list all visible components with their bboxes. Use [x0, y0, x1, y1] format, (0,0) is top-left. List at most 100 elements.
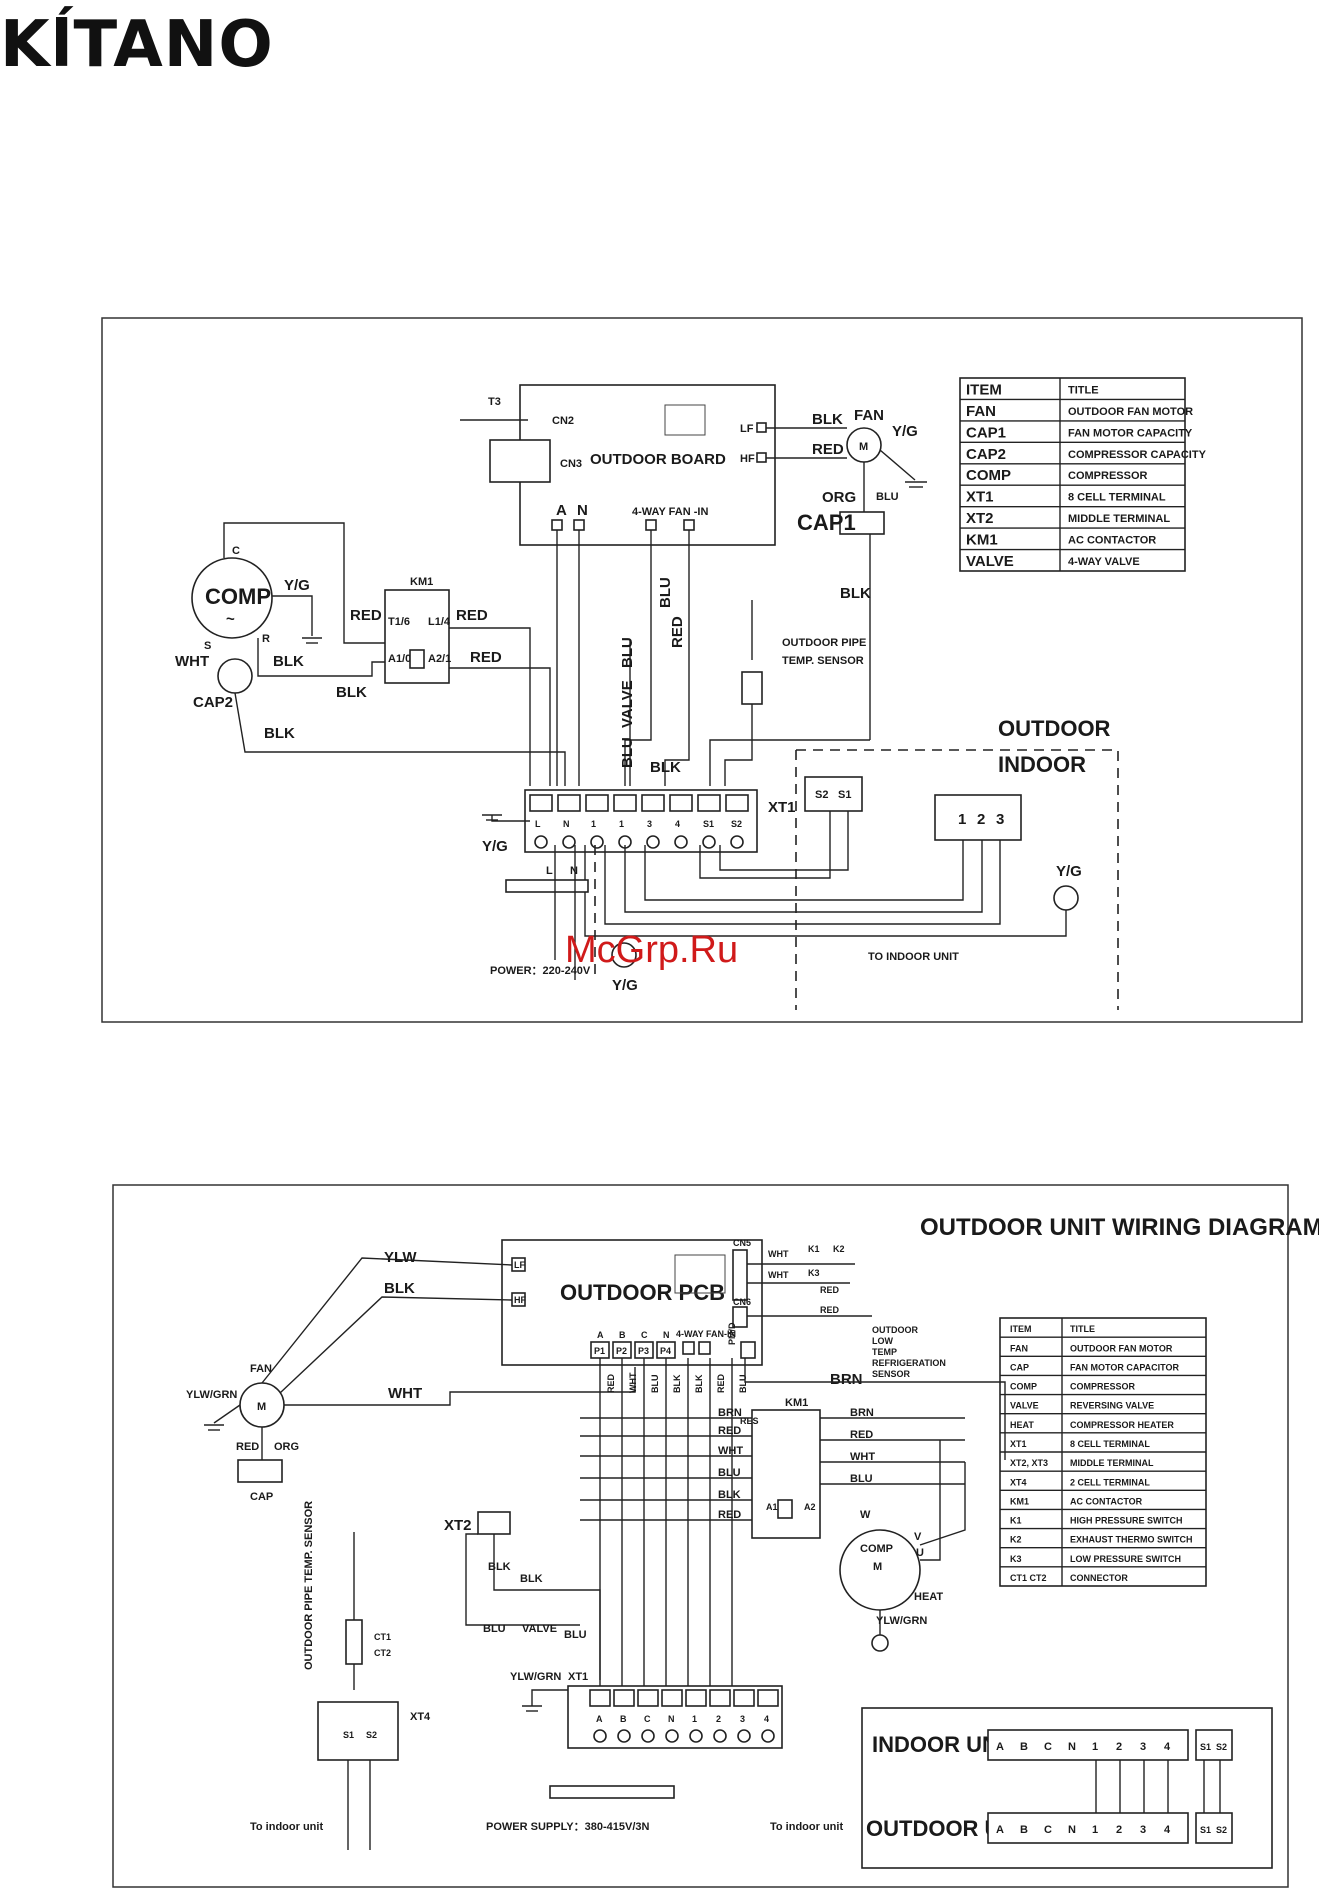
legend2-title: COMPRESSOR [1070, 1382, 1136, 1392]
comp2-m-label: M [873, 1561, 882, 1573]
xt1-yg-label: Y/G [482, 838, 508, 855]
legend2-item: KM1 [1010, 1496, 1029, 1506]
outdoor-unit-term: 1 [1092, 1824, 1098, 1836]
pcb-p-term: P4 [660, 1346, 671, 1356]
km1-red2-label: RED [470, 649, 502, 666]
pcb-p-label: N [663, 1330, 670, 1340]
km1-t16-label: T1/6 [388, 616, 410, 628]
cn5-label: CN5 [733, 1238, 751, 1248]
cap1-label: CAP1 [797, 510, 856, 535]
outdoor-unit-s-term: S1 [1200, 1825, 1211, 1835]
outdoor-unit-term: A [996, 1824, 1004, 1836]
valve-blu2-label: BLU [619, 737, 636, 768]
indoor-label: INDOOR [998, 752, 1086, 777]
k3-red-label: RED [820, 1285, 840, 1295]
power-l-label: L [546, 865, 553, 877]
km1-2-label: KM1 [785, 1397, 808, 1409]
legend1-title: FAN MOTOR CAPACITY [1068, 427, 1193, 439]
legend2-title: AC CONTACTOR [1070, 1496, 1143, 1506]
indoor-unit-term: A [996, 1741, 1004, 1753]
xt1-screw-icon [674, 835, 688, 849]
fan-blk-label: BLK [812, 411, 843, 428]
xt2-terminal [477, 1511, 511, 1535]
lf-label: LF [740, 423, 754, 435]
power-yg-label: Y/G [612, 977, 638, 994]
legend2-item: VALVE [1010, 1401, 1039, 1411]
xt4-label: XT4 [410, 1711, 431, 1723]
pcb-brn-label: BRN [830, 1371, 863, 1388]
legend1-item: ITEM [966, 381, 1002, 398]
xt1-screw-icon [730, 835, 744, 849]
diagram-2: OUTDOOR UNIT WIRING DIAGRAM OUTDOOR PCB … [112, 1184, 1319, 1888]
diagram-1-frame [101, 317, 1303, 1023]
km1-contactor [384, 589, 450, 684]
pcb-p-term: P2 [616, 1346, 627, 1356]
pcb-p-label: A [597, 1330, 604, 1340]
km-wire-label: BLU [718, 1467, 741, 1479]
pcb-p-term: P1 [594, 1346, 605, 1356]
xt1-cell-label: 1 [619, 819, 624, 829]
outdoor-board-label: OUTDOOR BOARD [590, 451, 726, 468]
cap2b-icon [237, 1459, 283, 1483]
legend1-item: CAP1 [966, 424, 1006, 441]
pcb-wire-label: BLU [650, 1375, 660, 1394]
km1-red-label: RED [456, 607, 488, 624]
cap1-blk-label: BLK [840, 585, 871, 602]
pcb-wire-label: WHT [628, 1372, 638, 1393]
xt1-screw-icon [646, 835, 660, 849]
km-right-label: WHT [850, 1451, 875, 1463]
xt1b-cell-label: C [644, 1714, 651, 1724]
legend2-item: K3 [1010, 1554, 1022, 1564]
legend2-title: 8 CELL TERMINAL [1070, 1439, 1150, 1449]
xt2-blk-label: BLK [488, 1561, 511, 1573]
cap-red-label: RED [236, 1441, 259, 1453]
fan2-m-label: M [257, 1401, 266, 1413]
cn3-label: CN3 [560, 458, 582, 470]
diagram-1: OUTDOOR BOARD CN3 T3 CN2 LF HF A N 4-WAY… [101, 317, 1303, 1023]
comp-v-label: V [914, 1531, 922, 1543]
legend1-title: OUTDOOR FAN MOTOR [1068, 406, 1193, 418]
indoor-unit-term: C [1044, 1741, 1052, 1753]
pcb-wire-label: BLU [738, 1375, 748, 1394]
compressor-icon [191, 557, 273, 639]
xt1b-screw-icon [665, 1729, 679, 1743]
xt1-cell-label: 4 [675, 819, 680, 829]
k2-label: K2 [833, 1244, 845, 1254]
outdoor-unit-term: B [1020, 1824, 1028, 1836]
fan-yg-label: Y/G [892, 423, 918, 440]
indoor-unit-term: N [1068, 1741, 1076, 1753]
pcb-switch [674, 1254, 726, 1294]
indoor-unit-s [1195, 1729, 1233, 1761]
legend1-item: KM1 [966, 532, 998, 549]
km-wire-label: WHT [718, 1445, 743, 1457]
indoor-divider [796, 749, 1119, 1010]
legend2-title: OUTDOOR FAN MOTOR [1070, 1343, 1173, 1353]
low-temp-1: OUTDOOR [872, 1325, 918, 1335]
outdoor-unit-term: 3 [1140, 1824, 1146, 1836]
fan2-label: FAN [250, 1363, 272, 1375]
indoor-unit-term: 2 [1116, 1741, 1122, 1753]
pcb-fourway-label: 4-WAY FAN-IN [676, 1329, 736, 1339]
xt1b-cell-label: 3 [740, 1714, 745, 1724]
comp-w-label: W [860, 1509, 871, 1521]
pcb-p-label: B [619, 1330, 626, 1340]
pipe-sensor-connector [741, 671, 763, 705]
cn6-label: CN6 [733, 1297, 751, 1307]
k-red-label: RED [820, 1305, 840, 1315]
xt2-blk2-label: BLK [520, 1573, 543, 1585]
legend1-title: 4-WAY VALVE [1068, 556, 1140, 568]
cap2-label: CAP2 [193, 694, 233, 711]
low-temp-4: REFRIGERATION [872, 1358, 946, 1368]
fan-org-label: ORG [822, 489, 856, 506]
km-a1-label: A1 [766, 1502, 778, 1512]
s2-label: S2 [815, 789, 828, 801]
comp2-label: COMP [860, 1543, 893, 1555]
xt1-cell-label: S2 [731, 819, 742, 829]
cap1-icon [839, 511, 885, 535]
xt1-ylwgrn-label: YLW/GRN [510, 1671, 561, 1683]
legend1-title: AC CONTACTOR [1068, 535, 1156, 547]
legend2-title: LOW PRESSURE SWITCH [1070, 1554, 1181, 1564]
fan-red-label: RED [812, 441, 844, 458]
power-ground-icon [611, 942, 637, 968]
